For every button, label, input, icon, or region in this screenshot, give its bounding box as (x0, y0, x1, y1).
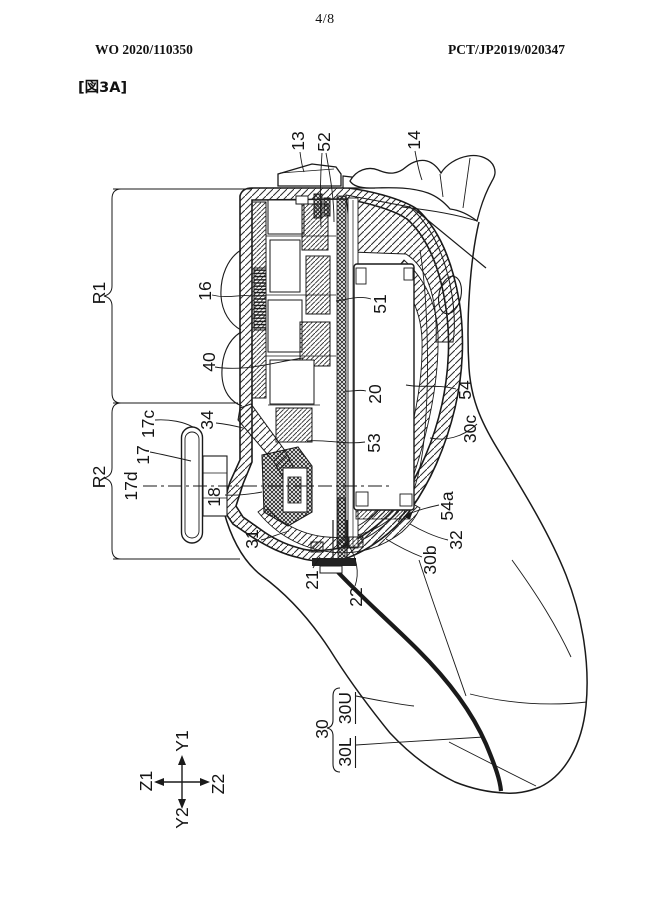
label-54a: 54a (437, 491, 457, 520)
label-30b: 30b (420, 545, 440, 574)
application-number: PCT/JP2019/020347 (448, 42, 565, 57)
label-20: 20 (365, 384, 385, 404)
group-30-brace (326, 687, 357, 773)
label-32: 32 (446, 530, 466, 549)
internal-mechanism (251, 193, 336, 443)
controller-cross-section (103, 150, 588, 809)
label-16: 16 (195, 281, 215, 300)
leader-lines (149, 150, 485, 746)
arrow-y1 (178, 755, 186, 765)
shoulder-button-profiles (220, 249, 243, 407)
trigger-assembly (143, 403, 392, 544)
label-z2: Z2 (208, 774, 228, 794)
arrow-z2 (200, 778, 210, 786)
label-z1: Z1 (136, 771, 156, 791)
label-17: 17 (133, 445, 153, 464)
label-40: 40 (199, 352, 219, 372)
stick-profile (349, 154, 496, 315)
label-17d: 17d (121, 471, 141, 500)
battery-box (353, 263, 415, 520)
label-30c: 30c (460, 415, 480, 443)
button-13-shape (277, 163, 342, 187)
label-21: 21 (302, 570, 322, 589)
label-y2: Y2 (172, 807, 192, 828)
brace-r2 (103, 402, 122, 560)
label-18: 18 (204, 487, 224, 506)
trigger-spring (253, 267, 267, 331)
label-30: 30 (312, 719, 332, 739)
publication-number: WO 2020/110350 (95, 42, 193, 57)
bottom-boss (310, 497, 364, 574)
circuit-board-section (336, 195, 347, 549)
label-53: 53 (364, 433, 384, 452)
label-y1: Y1 (172, 730, 192, 751)
housing-seam-line (334, 568, 504, 792)
brace-r1 (103, 188, 122, 404)
label-34: 34 (197, 410, 217, 430)
shell-thick-lobe (345, 194, 455, 343)
side-oval-detail (437, 275, 463, 315)
label-r1: R1 (89, 282, 109, 304)
label-30u: 30U (335, 692, 355, 724)
reference-labels: R1 R2 13 52 14 16 40 51 20 53 54 30c 54a… (89, 130, 480, 829)
dimension-brackets (103, 188, 252, 560)
arrow-z1 (154, 778, 164, 786)
coordinate-axes (154, 755, 210, 809)
label-51: 51 (370, 294, 390, 313)
arrow-y2 (178, 799, 186, 809)
grip-outline (223, 221, 588, 794)
label-31: 31 (242, 529, 262, 548)
page-number: 4/8 (315, 12, 335, 27)
figure-tag: [図3A] (78, 80, 128, 96)
label-22: 22 (346, 587, 366, 606)
label-30l: 30L (335, 737, 355, 766)
label-54: 54 (455, 380, 475, 400)
label-17c: 17c (138, 410, 158, 438)
label-52: 52 (314, 132, 334, 151)
label-13: 13 (288, 131, 308, 150)
label-r2: R2 (89, 466, 109, 488)
label-14: 14 (404, 130, 424, 150)
